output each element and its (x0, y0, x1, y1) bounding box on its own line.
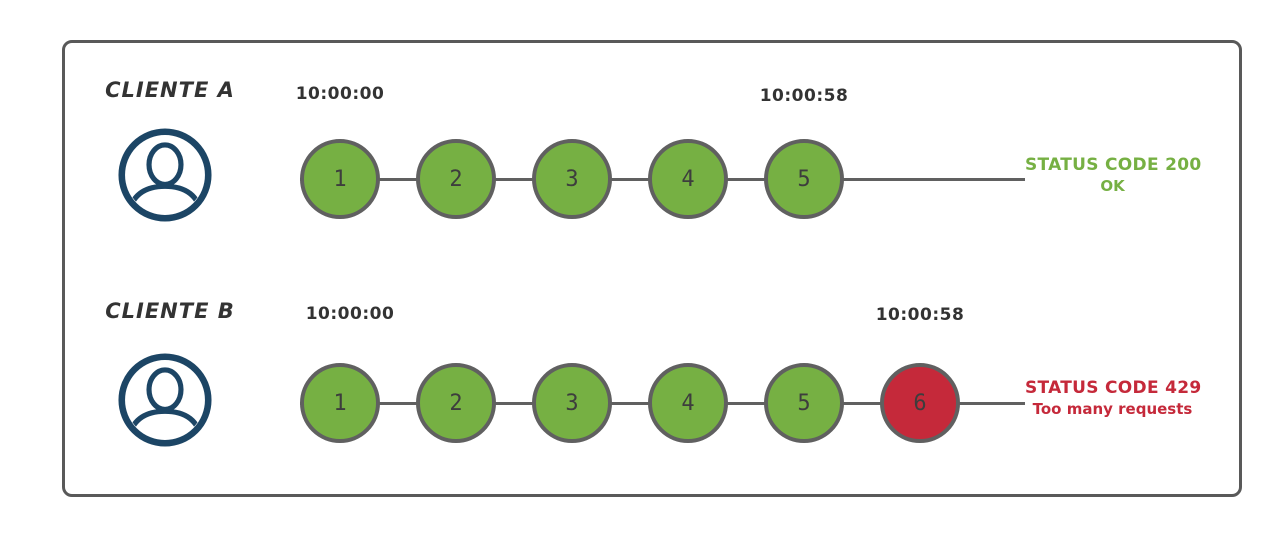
request-circle-2: 2 (416, 139, 496, 219)
status-label: STATUS CODE 429 Too many requests (1025, 377, 1202, 419)
request-circle-6: 6 (880, 363, 960, 443)
start-timestamp: 10:00:00 (305, 304, 395, 324)
status-description-text: OK (1100, 177, 1125, 195)
start-timestamp: 10:00:00 (295, 84, 385, 104)
status-code-text: STATUS CODE 200 (1025, 155, 1202, 175)
request-circle-5: 5 (764, 363, 844, 443)
user-avatar-icon (118, 128, 212, 222)
request-circle-3: 3 (532, 139, 612, 219)
status-label: STATUS CODE 200 OK (1025, 154, 1202, 196)
request-circle-1: 1 (300, 363, 380, 443)
status-code-text: STATUS CODE 429 (1025, 378, 1202, 398)
request-circle-5: 5 (764, 139, 844, 219)
request-circle-4: 4 (648, 139, 728, 219)
client-name-label: CLIENTE A (105, 78, 235, 102)
status-description-text: Too many requests (1032, 400, 1193, 418)
user-avatar-icon (118, 353, 212, 447)
request-circle-2: 2 (416, 363, 496, 443)
end-timestamp: 10:00:58 (875, 305, 965, 325)
client-name-label: CLIENTE B (105, 299, 235, 323)
request-circle-4: 4 (648, 363, 728, 443)
request-circle-3: 3 (532, 363, 612, 443)
request-circle-1: 1 (300, 139, 380, 219)
end-timestamp: 10:00:58 (759, 86, 849, 106)
